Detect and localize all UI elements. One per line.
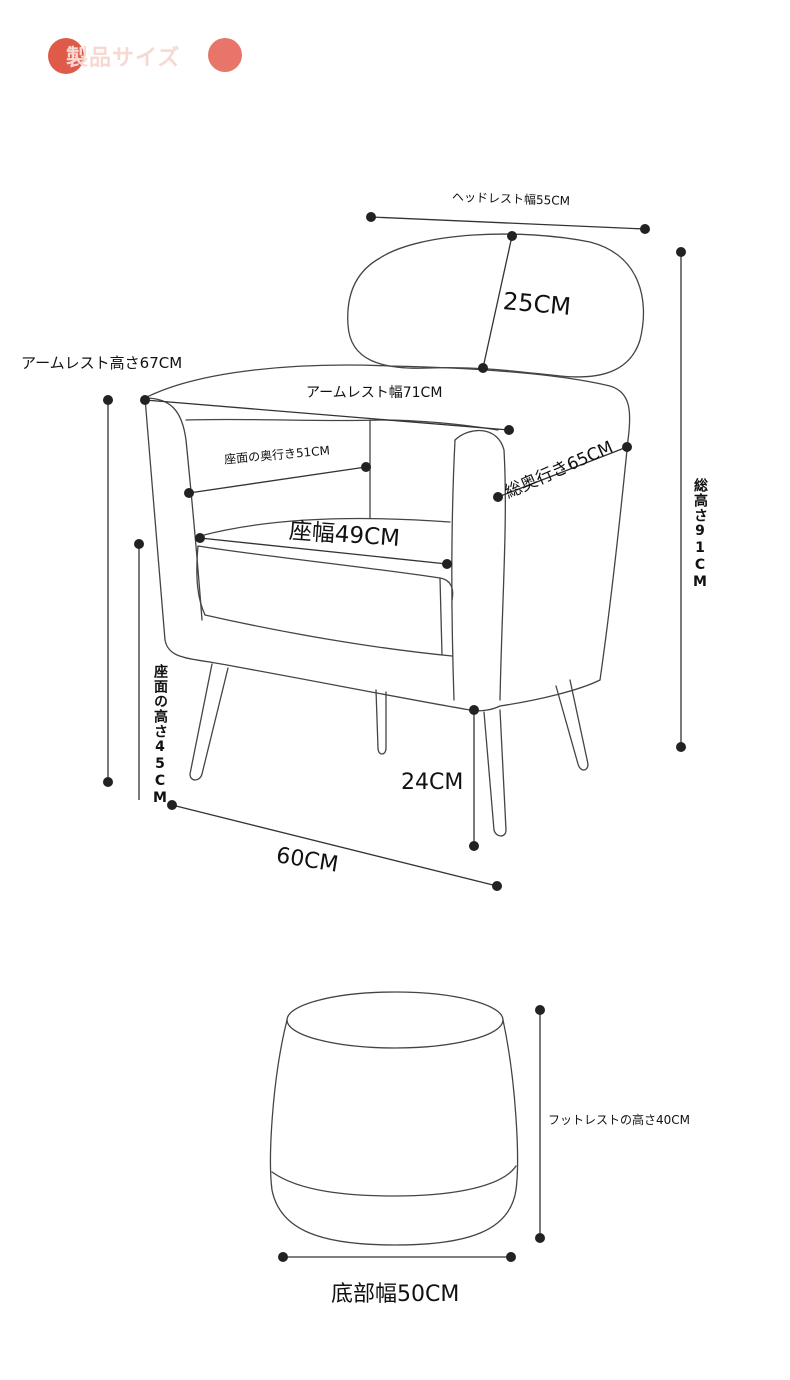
seat-cushion-left <box>196 545 206 616</box>
right-arm-front <box>454 429 506 701</box>
dot <box>361 462 371 472</box>
label-seat-height: 座面の高さ45CM <box>152 664 168 807</box>
dot <box>103 395 113 405</box>
left-arm-outer <box>144 397 211 663</box>
dot <box>195 533 205 543</box>
dot <box>134 539 144 549</box>
label-footrest-height: フットレストの高さ40CM <box>548 1113 691 1127</box>
dot <box>676 742 686 752</box>
label-leg-height: 24CM <box>401 770 464 795</box>
dot <box>184 488 194 498</box>
dim-line-depth-60 <box>171 804 498 887</box>
dot <box>535 1233 545 1243</box>
dot <box>167 800 177 810</box>
dot <box>507 231 517 241</box>
label-armrest-width: アームレスト幅71CM <box>306 385 443 401</box>
dot <box>640 224 650 234</box>
badge-blob-right <box>208 38 242 72</box>
right-arm-inner <box>451 439 456 701</box>
label-total-height: 総高さ91CM <box>692 478 708 591</box>
label-headrest-height: 25CM <box>501 287 573 321</box>
dim-line-headrest-width <box>370 216 646 230</box>
dot <box>506 1252 516 1262</box>
leg-front-right <box>483 709 507 837</box>
dot <box>140 395 150 405</box>
product-size-badge: 製品サイズ <box>48 36 242 74</box>
badge-title: 製品サイズ <box>66 46 181 71</box>
dot <box>278 1252 288 1262</box>
dot <box>478 363 488 373</box>
label-bottom-width: 底部幅50CM <box>331 1282 460 1307</box>
dot <box>493 492 503 502</box>
armrest-top-curve <box>144 364 631 441</box>
dim-line-total-depth <box>497 446 628 498</box>
dot <box>492 881 502 891</box>
dot <box>442 559 452 569</box>
dot <box>366 212 376 222</box>
footrest-band <box>271 1165 517 1197</box>
label-armrest-height: アームレスト高さ67CM <box>21 354 183 372</box>
seat-cushion-top <box>199 517 451 537</box>
badge-blob-left <box>48 38 84 74</box>
dot <box>469 705 479 715</box>
footrest-top <box>286 991 504 1049</box>
seat-cushion-bottom <box>204 614 453 657</box>
dot <box>103 777 113 787</box>
leg-front-left <box>189 663 229 781</box>
right-side-back <box>499 439 629 707</box>
dot <box>676 247 686 257</box>
headrest-outline <box>347 233 645 378</box>
chair-base-front <box>209 661 501 712</box>
leg-back-left <box>375 689 387 755</box>
dot <box>504 425 514 435</box>
dot <box>535 1005 545 1015</box>
dim-line-armrest-width <box>144 399 510 431</box>
dim-line-seat-width <box>199 537 448 565</box>
dim-line-seat-depth <box>188 466 367 494</box>
footrest-left-side <box>269 1019 519 1246</box>
seat-cushion-front <box>197 545 454 601</box>
dim-line-headrest-height <box>482 235 513 369</box>
dot <box>622 442 632 452</box>
seat-cushion-right <box>439 577 443 656</box>
inner-back-line <box>185 418 499 431</box>
dot <box>469 841 479 851</box>
leg-back-right <box>555 679 589 771</box>
